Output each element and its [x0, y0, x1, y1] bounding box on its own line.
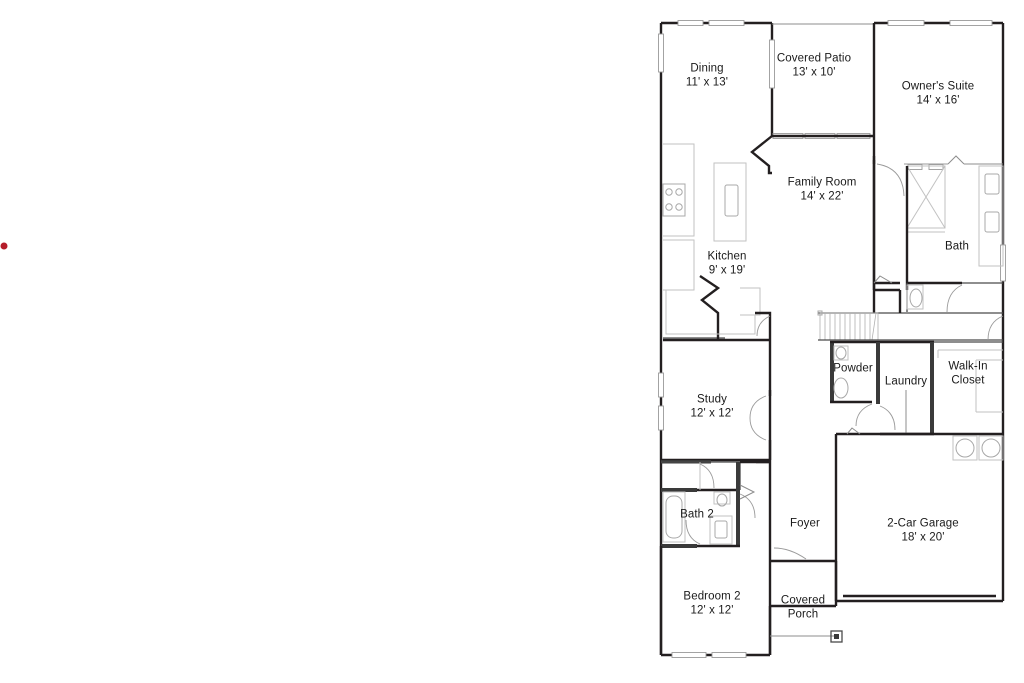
owners-bath-toilet-icon: [906, 281, 962, 312]
stairs-icon: [817, 310, 879, 341]
kitchen-island-icon: [713, 162, 747, 242]
owners-bath: [873, 165, 1004, 341]
bath2-vanity-icon: [709, 515, 733, 545]
kitchen-area: [662, 143, 772, 342]
laundry-washer-dryer-icon: [952, 435, 1004, 461]
family-room-area: [817, 288, 1003, 341]
owners-bath-vanity-icon: [978, 165, 1004, 267]
bath2-area: [661, 460, 770, 548]
red-dot-marker: [0, 242, 8, 250]
study-area: [661, 340, 772, 462]
foyer-and-porch: [770, 547, 843, 643]
dining-and-patio: [750, 134, 874, 175]
porch-column-icon: [830, 630, 843, 643]
bath2-tub-icon: [662, 491, 686, 543]
owners-bath-shower-icon: [906, 165, 946, 233]
powder-laundry-closet: [830, 340, 1003, 436]
owners-suite-doors: [872, 155, 1003, 290]
garage-area: [834, 427, 1004, 601]
powder-fixtures-icon: [833, 345, 849, 399]
kitchen-cooktop-icon: [662, 183, 686, 217]
bath2-toilet-icon: [713, 491, 731, 507]
